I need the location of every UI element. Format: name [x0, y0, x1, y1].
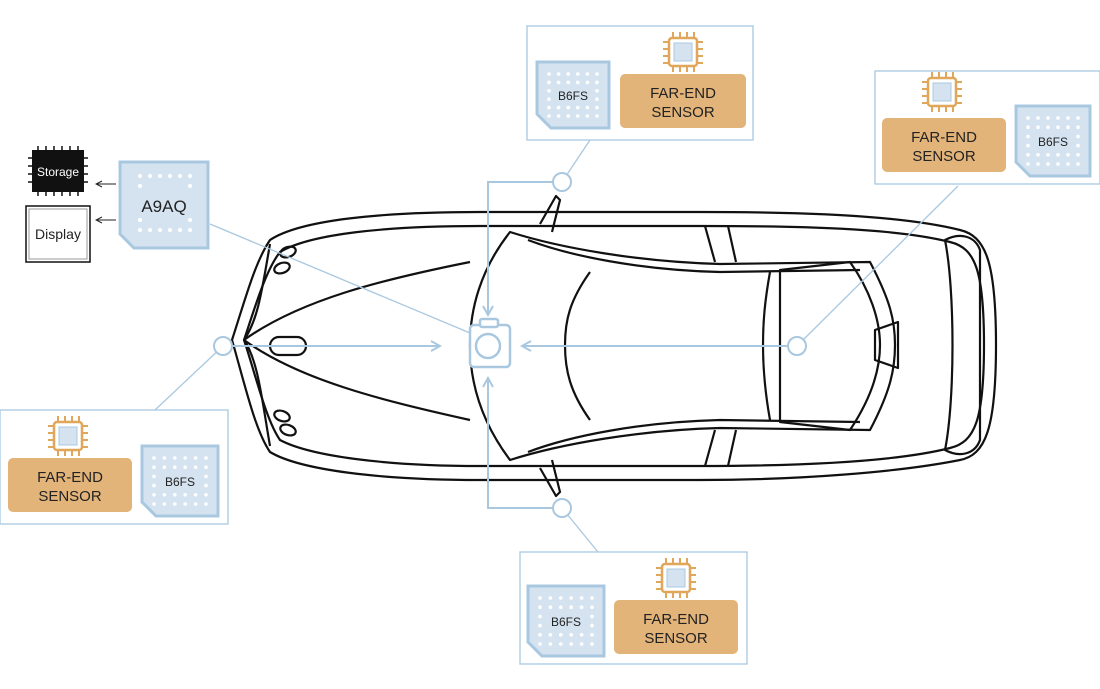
storage-chip-icon: Storage	[28, 146, 88, 196]
sensor-label-line1: FAR-END	[37, 469, 103, 486]
hub-output-arrows	[96, 184, 116, 220]
storage-label: Storage	[37, 165, 79, 179]
hub-chip: A9AQ	[118, 160, 210, 250]
chip-label: B6FS	[551, 615, 581, 629]
far-end-sensor: FAR-END SENSOR	[614, 600, 738, 654]
sensor-panel-front: FAR-END SENSOR B6FS	[0, 409, 229, 525]
camera-icon	[468, 317, 512, 369]
chip-label: B6FS	[1038, 135, 1068, 149]
sensor-label-line1: FAR-END	[911, 129, 977, 146]
processor-chip-icon	[663, 32, 703, 72]
memory-chip-icon: B6FS	[140, 444, 220, 518]
chip-label: B6FS	[165, 475, 195, 489]
top-mirror-node	[552, 172, 572, 192]
far-end-sensor: FAR-END SENSOR	[620, 74, 746, 128]
sensor-label-line1: FAR-END	[650, 85, 716, 102]
sensor-panel-rear: FAR-END SENSOR B6FS	[874, 70, 1100, 185]
processor-chip-icon	[48, 416, 88, 456]
sensor-nodes	[213, 172, 807, 518]
display-icon: Display	[25, 205, 91, 263]
sensor-panel-top: B6FS FAR-END SENSOR	[526, 25, 754, 141]
bottom-mirror-node	[552, 498, 572, 518]
sensor-label-line2: SENSOR	[38, 488, 102, 505]
hub-chip-label: A9AQ	[141, 197, 186, 216]
chip-label: B6FS	[558, 89, 588, 103]
memory-chip-icon: B6FS	[526, 584, 606, 658]
far-end-sensor: FAR-END SENSOR	[882, 118, 1006, 172]
sensor-label-line1: FAR-END	[643, 611, 709, 628]
sensor-label-line2: SENSOR	[912, 148, 976, 165]
processor-chip-icon	[656, 558, 696, 598]
sensor-label-line2: SENSOR	[651, 104, 715, 121]
sensor-label-line2: SENSOR	[644, 630, 708, 647]
memory-chip-icon: B6FS	[1014, 104, 1092, 178]
processor-chip-icon	[922, 72, 962, 112]
memory-chip-icon: B6FS	[535, 60, 611, 130]
sensor-panel-bottom: B6FS FAR-END SENSOR	[519, 551, 748, 665]
front-sensor-node	[213, 336, 233, 356]
signal-links	[232, 181, 797, 509]
far-end-sensor: FAR-END SENSOR	[8, 458, 132, 512]
rear-sensor-node	[787, 336, 807, 356]
display-label: Display	[35, 226, 81, 242]
